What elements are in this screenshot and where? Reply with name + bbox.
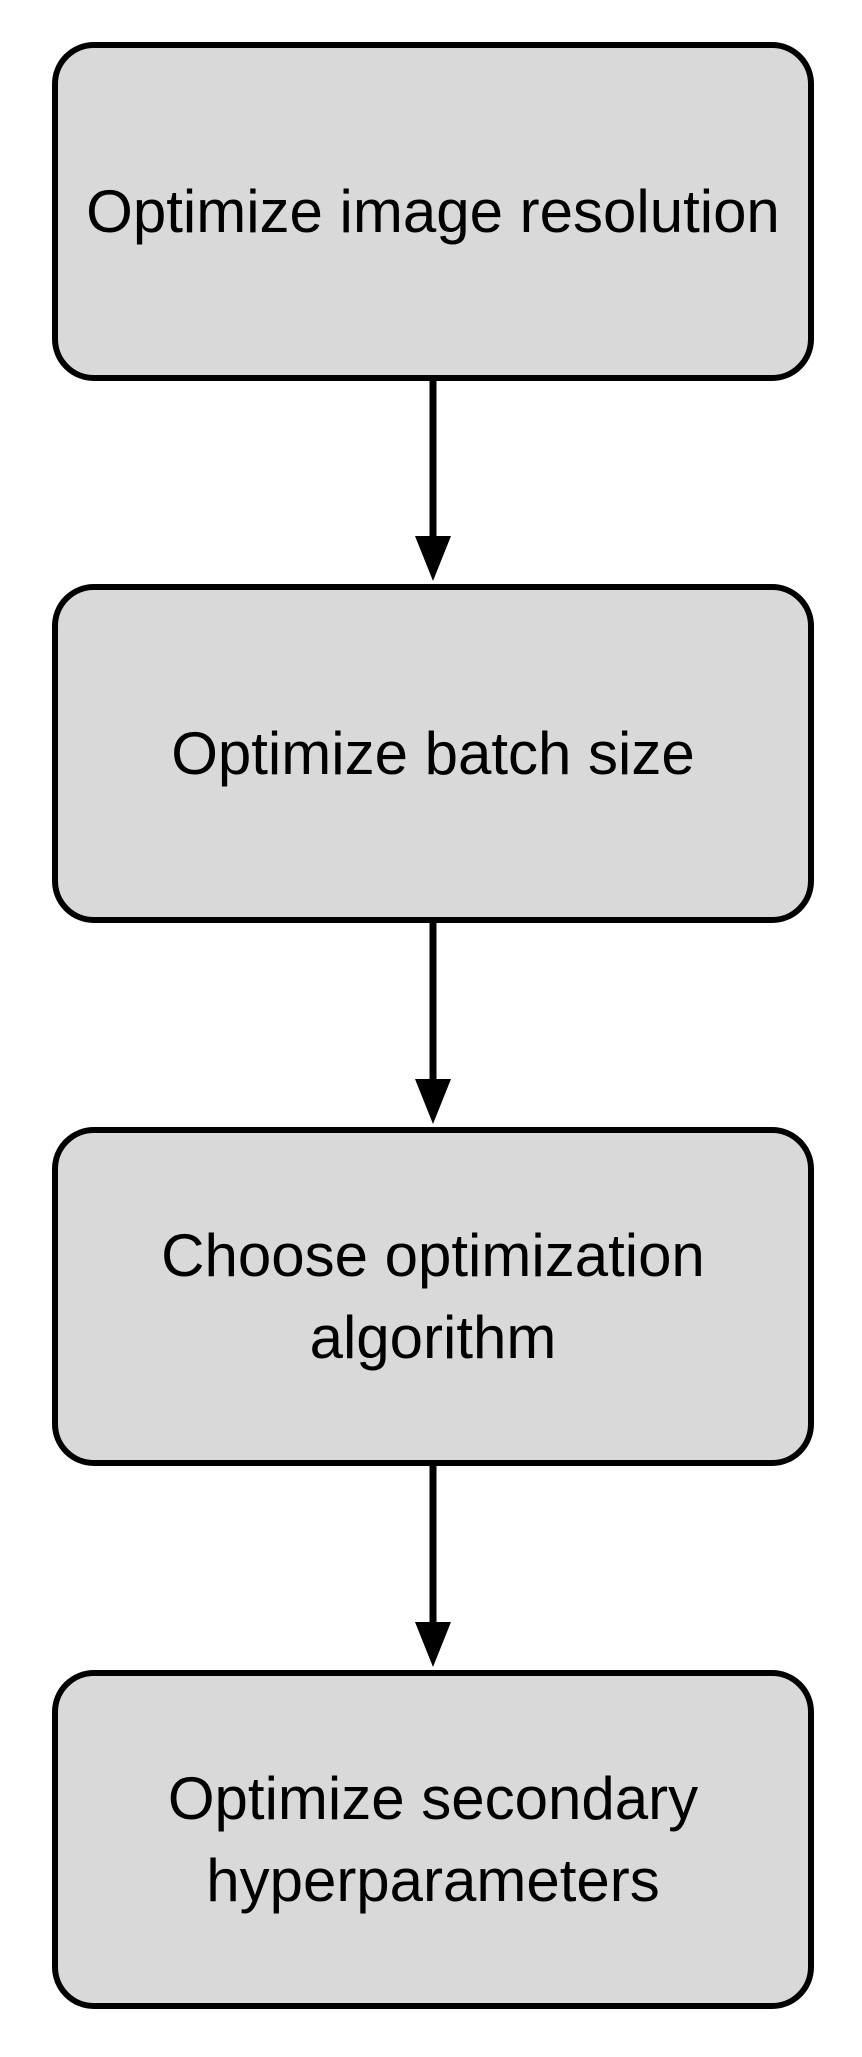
step-box-optimize-batch-size: Optimize batch size — [52, 584, 814, 923]
step-label: Optimize secondary hyperparameters — [167, 1764, 699, 1914]
arrow-3 — [415, 1466, 451, 1667]
arrow-2 — [415, 923, 451, 1124]
step-box-choose-optimization-algorithm: Choose optimization algorithm — [52, 1127, 814, 1466]
step-box-optimize-image-resolution: Optimize image resolution — [52, 42, 814, 381]
arrow-1 — [415, 381, 451, 581]
step-label: Choose optimization algorithm — [161, 1221, 705, 1371]
step-label: Optimize image resolution — [86, 177, 780, 245]
step-label: Optimize batch size — [171, 719, 695, 787]
step-box-optimize-secondary-hyperparameters: Optimize secondary hyperparameters — [52, 1670, 814, 2009]
